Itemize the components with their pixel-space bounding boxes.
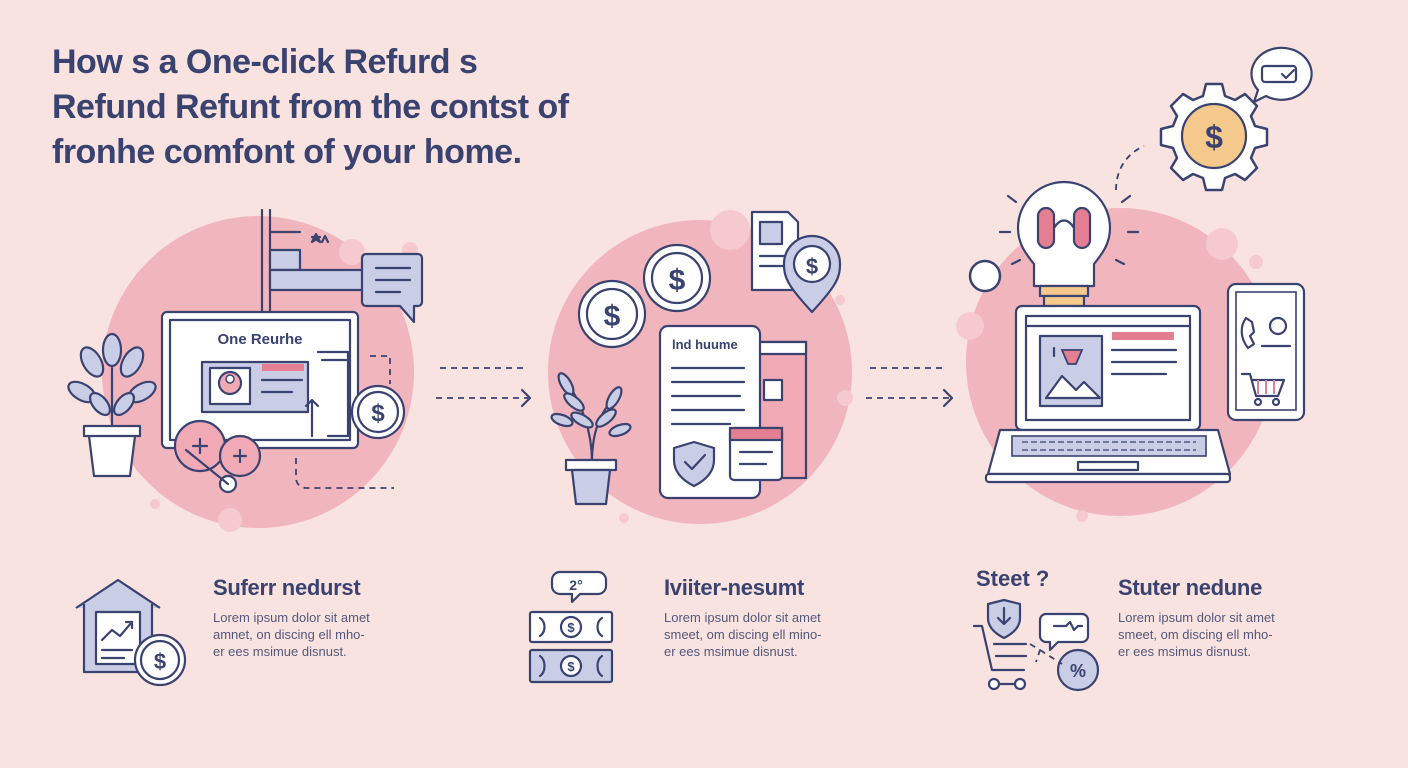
step-2-heading: Iviiter-nesumt xyxy=(664,575,805,600)
svg-text:$: $ xyxy=(806,254,818,279)
screen-label-1: One Reurhe xyxy=(217,331,302,348)
step-1-caption: Suferr nedurst Lorem ipsum dolor sit ame… xyxy=(213,575,453,660)
step-3-body-line: er ees msimus disnust. xyxy=(1118,644,1251,659)
svg-text:$: $ xyxy=(1205,119,1223,155)
step-2-body-line: Lorem ipsum dolor sit amet xyxy=(664,610,821,625)
shield-check-icon xyxy=(672,440,716,488)
step-2-caption: Iviiter-nesumt Lorem ipsum dolor sit ame… xyxy=(664,575,904,660)
title-line-1: How s a One-click Refurd s xyxy=(52,43,478,81)
plant-icon xyxy=(67,332,157,478)
step-3-heading: Stuter nedune xyxy=(1118,575,1262,600)
svg-text:$: $ xyxy=(567,620,575,635)
page-title: How s a One-click Refurd s Refund Refunt… xyxy=(52,40,569,175)
step-3-body-line: smeet, om discing ell mho- xyxy=(1118,627,1273,642)
svg-text:$: $ xyxy=(669,264,686,297)
lightbulb-icon xyxy=(998,180,1140,308)
screen-label-2: lnd huume xyxy=(672,337,738,352)
dollar-coin-icon: $ xyxy=(350,384,406,440)
step-1-illustration: One Reurhe $ xyxy=(67,208,424,532)
message-check-icon xyxy=(1250,46,1313,104)
svg-text:$: $ xyxy=(154,649,166,674)
svg-text:2°: 2° xyxy=(569,577,582,593)
step-2-body-line: er ees msimue disnust. xyxy=(664,644,798,659)
arrow-right-icon xyxy=(866,367,954,408)
title-line-2: Refund Refunt from the contst of xyxy=(52,88,569,126)
svg-text:$: $ xyxy=(604,300,621,333)
star-icon xyxy=(310,232,322,244)
percent-icon: % xyxy=(1056,648,1100,692)
svg-text:$: $ xyxy=(567,659,575,674)
plant-icon xyxy=(550,372,632,506)
step-2-illustration: $ $ $ lnd huume xyxy=(548,210,853,524)
gear-icon: $ xyxy=(1159,82,1269,192)
step-2-body: Lorem ipsum dolor sit amet smeet, om dis… xyxy=(664,609,904,660)
step-1-body: Lorem ipsum dolor sit amet amnet, on dis… xyxy=(213,609,453,660)
step-2-body-line: smeet, om discing ell mino- xyxy=(664,627,822,642)
document-icon xyxy=(750,210,800,292)
arrow-right-icon xyxy=(436,367,532,408)
svg-text:$: $ xyxy=(371,400,385,427)
step-1-body-line: er ees msimue disnust. xyxy=(213,644,347,659)
phone-icon xyxy=(1226,282,1306,422)
step-3-body-line: Lorem ipsum dolor sit amet xyxy=(1118,610,1275,625)
note-card-icon xyxy=(728,426,784,482)
step-1-body-line: amnet, on discing ell mho- xyxy=(213,627,365,642)
title-line-3: fronhe comfont of your home. xyxy=(52,133,522,171)
step-1-heading: Suferr nedurst xyxy=(213,575,361,600)
house-icon: $ xyxy=(75,578,187,687)
step-3-body: Lorem ipsum dolor sit amet smeet, om dis… xyxy=(1118,609,1358,660)
step-3-caption: Stuter nedune Lorem ipsum dolor sit amet… xyxy=(1118,575,1358,660)
dollar-coin-icon: $ xyxy=(642,243,712,313)
step-1-body-line: Lorem ipsum dolor sit amet xyxy=(213,610,370,625)
chat-bubble-icon xyxy=(360,252,424,324)
step-3-illustration: $ xyxy=(956,46,1313,522)
location-pin-icon: $ xyxy=(782,234,842,314)
checkout-icon: % xyxy=(972,598,1100,692)
link-nodes-icon xyxy=(173,419,262,494)
laptop-icon xyxy=(984,304,1232,484)
shopping-cart-icon xyxy=(1240,372,1286,407)
svg-text:%: % xyxy=(1070,661,1086,681)
step-3-tag: Steet ? xyxy=(976,566,1050,591)
banknote-icon: 2° $ $ xyxy=(528,570,614,684)
dollar-coin-icon: $ xyxy=(577,279,647,349)
